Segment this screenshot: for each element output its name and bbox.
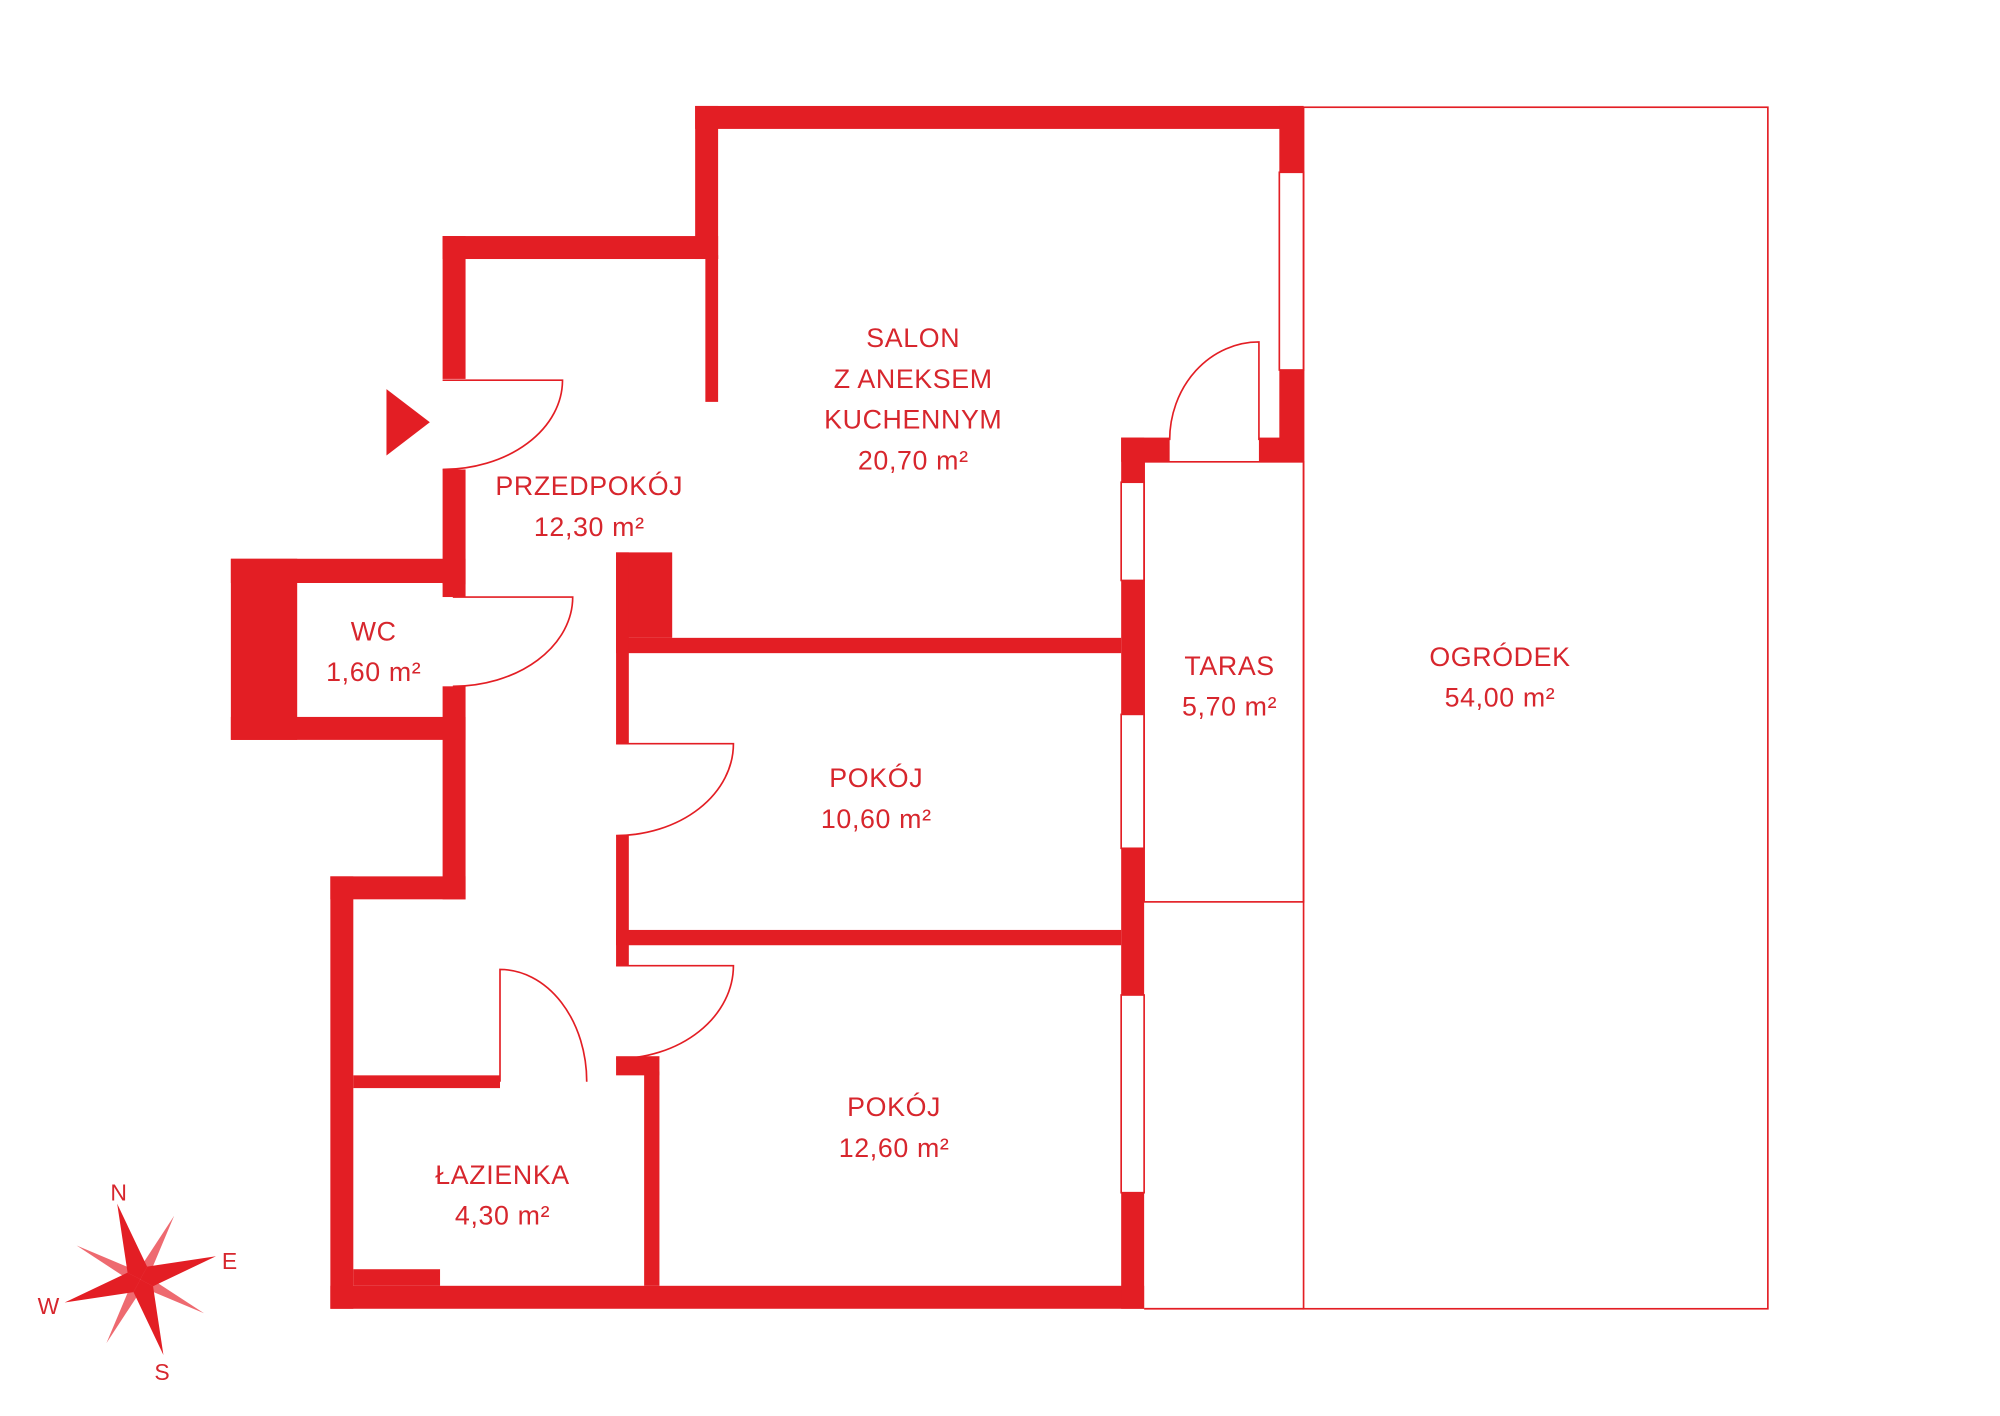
compass-rose-icon xyxy=(64,1203,216,1356)
room-label-salon: SALON Z ANEKSEM KUCHENNYM 20,70 m² xyxy=(824,323,1002,475)
room-label-ogrodek: OGRÓDEK 54,00 m² xyxy=(1429,641,1570,713)
svg-text:POKÓJ: POKÓJ xyxy=(829,762,923,793)
svg-text:20,70 m²: 20,70 m² xyxy=(858,445,969,475)
compass-w: W xyxy=(38,1293,60,1319)
wc-door[interactable] xyxy=(452,596,574,688)
lazienka-door[interactable] xyxy=(499,968,588,1082)
svg-text:KUCHENNYM: KUCHENNYM xyxy=(824,405,1002,435)
svg-text:Z ANEKSEM: Z ANEKSEM xyxy=(834,364,993,394)
pokoj2-door[interactable] xyxy=(616,964,735,1060)
svg-text:12,60 m²: 12,60 m² xyxy=(839,1133,950,1163)
svg-text:5,70 m²: 5,70 m² xyxy=(1182,692,1277,722)
compass-n: N xyxy=(110,1179,127,1205)
svg-text:12,30 m²: 12,30 m² xyxy=(534,512,645,542)
svg-text:4,30 m²: 4,30 m² xyxy=(455,1201,550,1231)
svg-text:OGRÓDEK: OGRÓDEK xyxy=(1429,641,1570,672)
svg-text:SALON: SALON xyxy=(866,323,960,353)
entrance-arrow-icon xyxy=(386,389,430,456)
svg-text:1,60 m²: 1,60 m² xyxy=(326,657,421,687)
room-label-wc: WC 1,60 m² xyxy=(326,616,421,687)
taras-outline xyxy=(1143,460,1305,903)
svg-text:54,00 m²: 54,00 m² xyxy=(1445,683,1556,713)
svg-text:PRZEDPOKÓJ: PRZEDPOKÓJ xyxy=(495,470,683,501)
compass-e: E xyxy=(222,1248,237,1274)
doors xyxy=(442,341,1260,1082)
svg-text:10,60 m²: 10,60 m² xyxy=(821,804,932,834)
room-label-taras: TARAS 5,70 m² xyxy=(1182,651,1277,722)
svg-text:TARAS: TARAS xyxy=(1184,651,1274,681)
walls xyxy=(230,105,1305,1309)
svg-text:POKÓJ: POKÓJ xyxy=(847,1091,941,1122)
room-label-przedpokoj: PRZEDPOKÓJ 12,30 m² xyxy=(495,470,683,542)
room-label-pokoj1: POKÓJ 10,60 m² xyxy=(821,762,932,834)
room-label-lazienka: ŁAZIENKA 4,30 m² xyxy=(435,1160,570,1231)
svg-text:WC: WC xyxy=(351,616,397,646)
compass-s: S xyxy=(154,1359,169,1385)
pokoj1-door[interactable] xyxy=(616,742,735,837)
entrance-door[interactable] xyxy=(442,379,564,471)
svg-text:ŁAZIENKA: ŁAZIENKA xyxy=(435,1160,570,1190)
room-label-pokoj2: POKÓJ 12,60 m² xyxy=(839,1091,950,1163)
taras-door[interactable] xyxy=(1168,341,1260,441)
